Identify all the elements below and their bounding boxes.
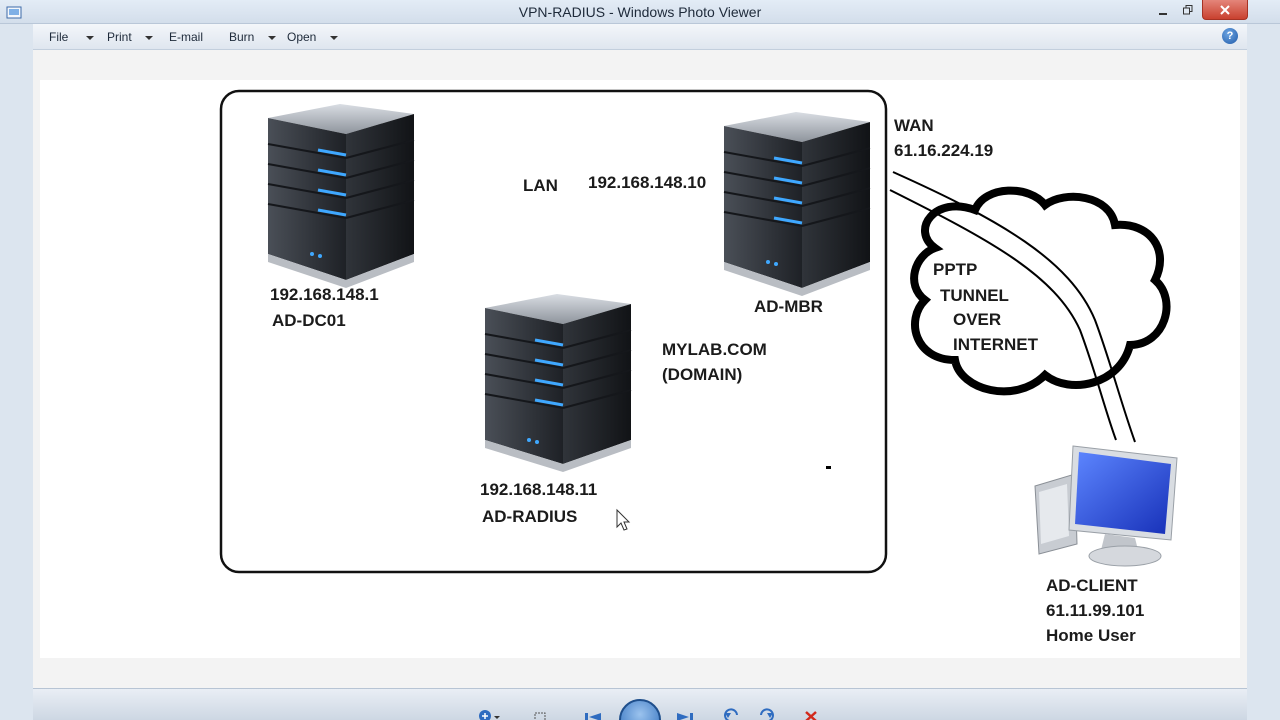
help-icon[interactable]: ? [1222, 28, 1238, 44]
chevron-down-icon [85, 35, 94, 40]
menu-email[interactable]: E-mail [169, 24, 203, 50]
menu-file-label: File [49, 30, 69, 44]
client-name-label: AD-CLIENT [1046, 576, 1138, 595]
displayed-image [40, 80, 1240, 658]
window-frame-left [0, 24, 33, 720]
client-ip-label: 61.11.99.101 [1046, 601, 1145, 620]
radius-ip-label: 192.168.148.11 [480, 480, 598, 499]
menu-file[interactable]: File [49, 24, 94, 50]
menu-burn-label: Burn [229, 30, 255, 44]
domain-name-label: MYLAB.COM [662, 340, 767, 359]
chevron-down-icon [145, 35, 154, 40]
menu-email-label: E-mail [169, 30, 204, 44]
menu-open[interactable]: Open [287, 24, 338, 50]
zoom-icon[interactable] [477, 707, 501, 720]
fit-icon[interactable] [529, 707, 553, 720]
maximize-icon [1183, 5, 1193, 15]
menu-print[interactable]: Print [107, 24, 154, 50]
photo-viewer-app-icon [6, 6, 22, 19]
window-frame-right [1247, 24, 1280, 720]
menu-open-label: Open [287, 30, 317, 44]
dc01-name-label: AD-DC01 [272, 311, 346, 330]
dc01-ip-label: 192.168.148.1 [270, 285, 379, 304]
wan-ip-label: 61.16.224.19 [894, 141, 994, 160]
chevron-down-icon [267, 35, 276, 40]
navigation-toolbar [33, 688, 1247, 720]
mbr-ip-label: 192.168.148.10 [588, 173, 707, 192]
next-icon[interactable] [673, 707, 697, 720]
window-title: VPN-RADIUS - Windows Photo Viewer [518, 4, 762, 20]
tunnel-label-line4: INTERNET [953, 335, 1038, 354]
tunnel-label-line1: PPTP [933, 260, 978, 279]
domain-type-label: (DOMAIN) [662, 365, 743, 384]
close-button[interactable] [1202, 0, 1248, 20]
title-bar: VPN-RADIUS - Windows Photo Viewer [0, 0, 1280, 24]
wan-label: WAN [894, 116, 934, 135]
previous-icon[interactable] [581, 707, 605, 720]
menu-burn[interactable]: Burn [229, 24, 276, 50]
menu-bar: File Print E-mail Burn Open ? [33, 24, 1247, 50]
lan-label: LAN [523, 176, 558, 195]
slideshow-icon[interactable] [619, 699, 661, 720]
restore-button[interactable] [1176, 0, 1200, 21]
menu-print-label: Print [107, 30, 132, 44]
tunnel-label-line2: TUNNEL [940, 286, 1009, 305]
minimize-icon [1159, 13, 1167, 15]
mbr-name-label: AD-MBR [754, 297, 823, 316]
rotate-left-icon[interactable] [721, 707, 745, 720]
radius-name-label: AD-RADIUS [482, 507, 578, 526]
client-role-label: Home User [1046, 626, 1136, 645]
tunnel-label-line3: OVER [953, 310, 1002, 329]
rotate-right-icon[interactable] [753, 707, 777, 720]
minimize-button[interactable] [1150, 0, 1176, 21]
close-icon [1220, 5, 1230, 15]
delete-icon[interactable] [799, 707, 823, 720]
chevron-down-icon [329, 35, 338, 40]
